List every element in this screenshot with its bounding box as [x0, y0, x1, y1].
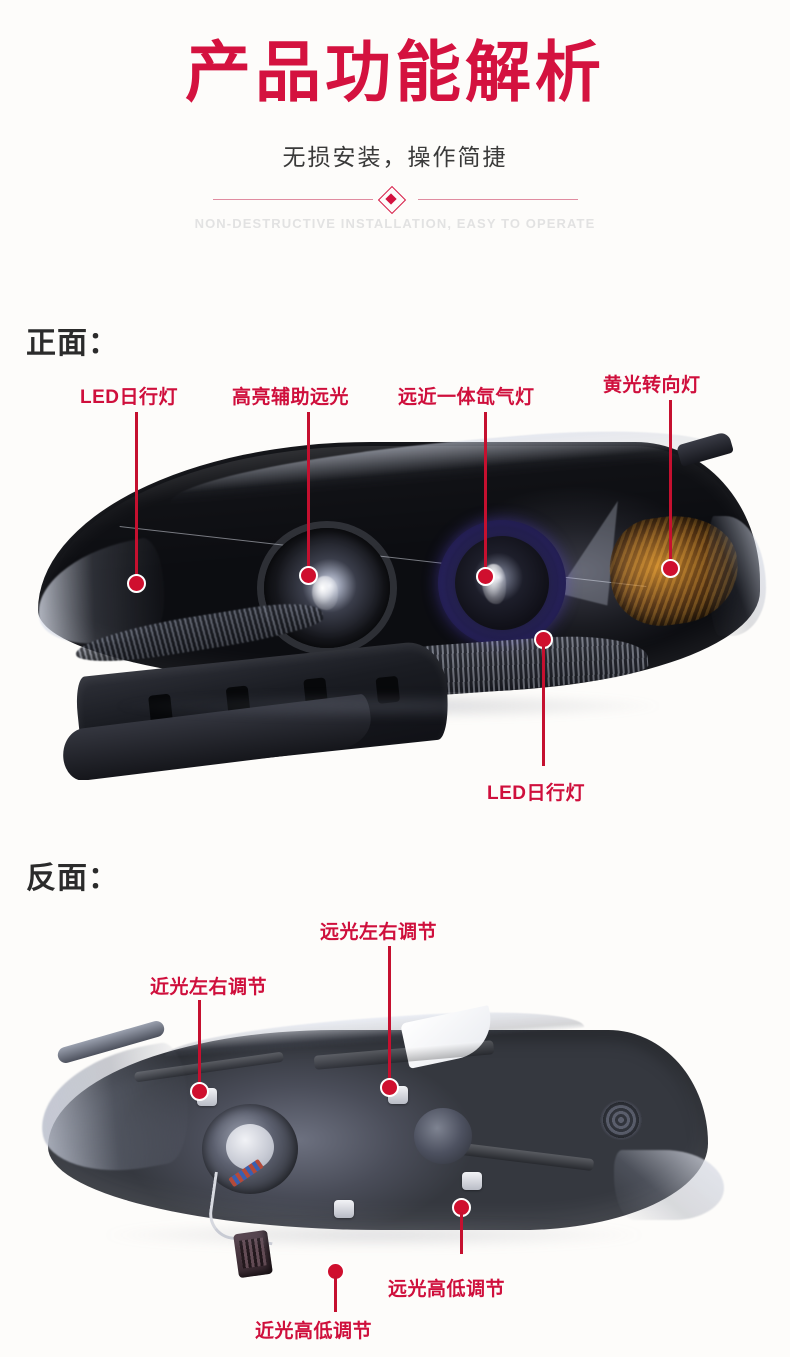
xenon-projector-blue-ring: [438, 520, 566, 646]
annotation-leader-back-2: [388, 946, 391, 1084]
annotation-leader-front-5: [542, 646, 545, 766]
divider-rule-right: [418, 199, 578, 200]
annotation-leader-front-3: [484, 412, 487, 575]
page-title: 产品功能解析: [185, 35, 605, 109]
annotation-leader-back-4: [460, 1212, 463, 1254]
section-heading-back: 反面：: [26, 862, 119, 895]
annotation-label-front-1: LED日行灯: [80, 387, 179, 408]
annotation-marker-front-4[interactable]: [661, 559, 680, 578]
annotation-label-front-3: 远近一体氙气灯: [398, 387, 535, 408]
annotation-leader-front-2: [307, 412, 310, 574]
annotation-marker-front-3[interactable]: [476, 567, 495, 586]
headlight-right-edge-highlight: [708, 516, 766, 636]
annotation-label-back-4: 远光高低调节: [388, 1279, 506, 1300]
back-headlight-photo: [14, 1000, 782, 1290]
annotation-marker-back-1[interactable]: [190, 1082, 209, 1101]
headlight-back-assembly: [14, 1000, 782, 1290]
annotation-label-front-5: LED日行灯: [487, 783, 586, 804]
divider-ornament: [0, 185, 790, 215]
adjuster-screw-low-beam-vertical: [334, 1200, 354, 1218]
section-heading-front: 正面：: [26, 327, 119, 360]
english-tagline: NON-DESTRUCTIVE INSTALLATION, EASY TO OP…: [194, 216, 596, 231]
headlight-front-assembly: [18, 420, 778, 780]
annotation-marker-back-2[interactable]: [380, 1078, 399, 1097]
headlight-drop-shadow: [108, 692, 668, 720]
annotation-label-front-2: 高亮辅助远光: [232, 387, 350, 408]
headlight-rear-drop-shadow: [104, 1222, 644, 1248]
divider-rule-left: [213, 199, 373, 200]
adjuster-screw-high-beam-vertical: [462, 1172, 482, 1190]
headlight-rear-right-edge: [614, 1150, 724, 1220]
annotation-leader-back-1: [198, 1000, 201, 1088]
annotation-label-back-3: 近光高低调节: [255, 1321, 373, 1342]
annotation-leader-front-1: [135, 412, 138, 582]
page-subtitle: 无损安装，操作简捷: [282, 144, 508, 170]
bulb-access-cap-small: [414, 1108, 472, 1164]
annotation-label-back-1: 近光左右调节: [150, 977, 268, 998]
bulb-access-cap-large: [202, 1104, 298, 1194]
housing-vent-icon: [600, 1100, 642, 1140]
annotation-leader-front-4: [669, 400, 672, 567]
header-banner: 产品功能解析 无损安装，操作简捷 NON-DESTRUCTIVE INSTALL…: [0, 0, 790, 265]
annotation-leader-back-3: [334, 1276, 337, 1312]
annotation-marker-front-2[interactable]: [299, 566, 318, 585]
annotation-label-back-2: 远光左右调节: [320, 922, 438, 943]
annotation-label-front-4: 黄光转向灯: [603, 375, 701, 396]
front-headlight-photo: [18, 420, 778, 780]
annotation-marker-front-1[interactable]: [127, 574, 146, 593]
